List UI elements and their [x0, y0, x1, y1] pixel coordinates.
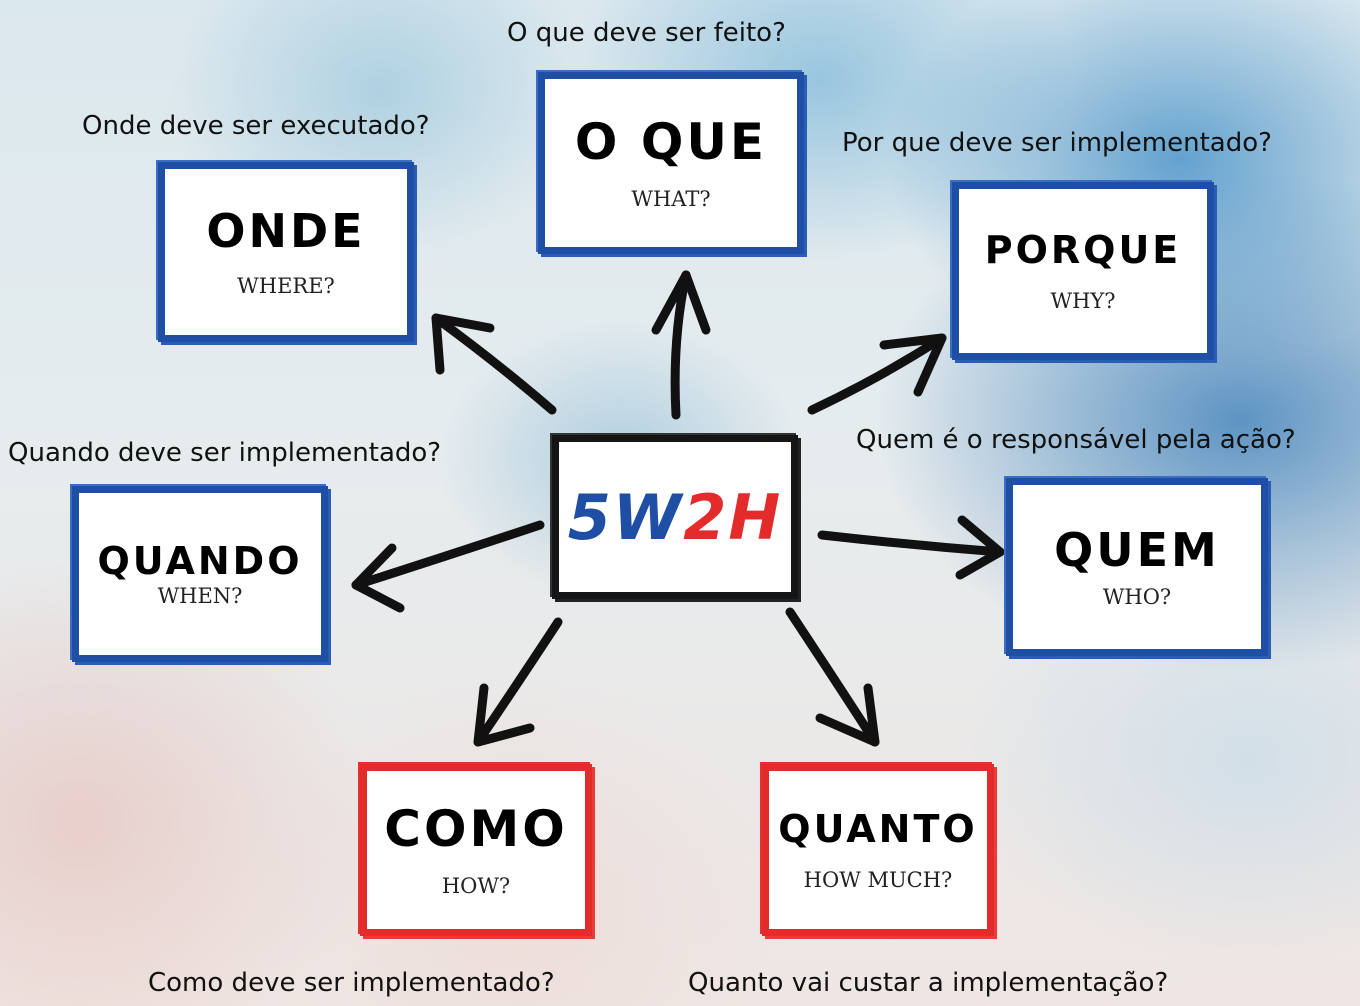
- card-quando-title: QUANDO: [97, 538, 303, 583]
- card-quem-title: QUEM: [1054, 522, 1220, 577]
- question-quando: Quando deve ser implementado?: [8, 438, 442, 468]
- center-logo-2h: 2H: [683, 480, 783, 554]
- card-quanto-title: QUANTO: [778, 806, 978, 851]
- arrow-to-como: [473, 617, 563, 747]
- arrow-to-quem: [817, 530, 1005, 557]
- card-como: COMO HOW?: [360, 764, 592, 936]
- card-quando: QUANDO WHEN?: [72, 486, 328, 662]
- card-onde-title: ONDE: [206, 203, 366, 258]
- card-porque-subtitle: WHY?: [1050, 288, 1116, 313]
- arrow-to-quando: [351, 520, 545, 590]
- card-quanto: QUANTO HOW MUCH?: [762, 764, 994, 936]
- question-quem: Quem é o responsável pela ação?: [856, 425, 1296, 455]
- question-porque: Por que deve ser implementado?: [842, 128, 1272, 158]
- card-quando-subtitle: WHEN?: [157, 583, 243, 608]
- center-logo-5w: 5W: [567, 480, 684, 554]
- question-como: Como deve ser implementado?: [148, 968, 555, 998]
- arrow-to-porque: [807, 333, 947, 415]
- center-card: 5W2H: [552, 435, 798, 599]
- card-quem-subtitle: WHO?: [1102, 584, 1172, 609]
- card-oque-title: O QUE: [574, 112, 768, 171]
- card-porque: PORQUE WHY?: [952, 182, 1214, 360]
- question-quanto: Quanto vai custar a implementação?: [688, 968, 1169, 998]
- question-oque: O que deve ser feito?: [507, 18, 786, 48]
- card-onde-subtitle: WHERE?: [237, 273, 335, 298]
- card-onde: ONDE WHERE?: [158, 162, 414, 342]
- card-quanto-subtitle: HOW MUCH?: [803, 867, 953, 892]
- center-logo: 5W2H: [568, 481, 783, 554]
- arrow-to-quanto: [785, 607, 880, 747]
- card-quem: QUEM WHO?: [1006, 478, 1268, 656]
- card-oque-subtitle: WHAT?: [631, 186, 711, 211]
- card-como-title: COMO: [384, 799, 568, 858]
- question-onde: Onde deve ser executado?: [82, 111, 430, 141]
- card-como-subtitle: HOW?: [441, 873, 511, 898]
- card-oque: O QUE WHAT?: [538, 72, 804, 254]
- arrow-to-onde: [431, 313, 557, 415]
- card-porque-title: PORQUE: [984, 227, 1182, 272]
